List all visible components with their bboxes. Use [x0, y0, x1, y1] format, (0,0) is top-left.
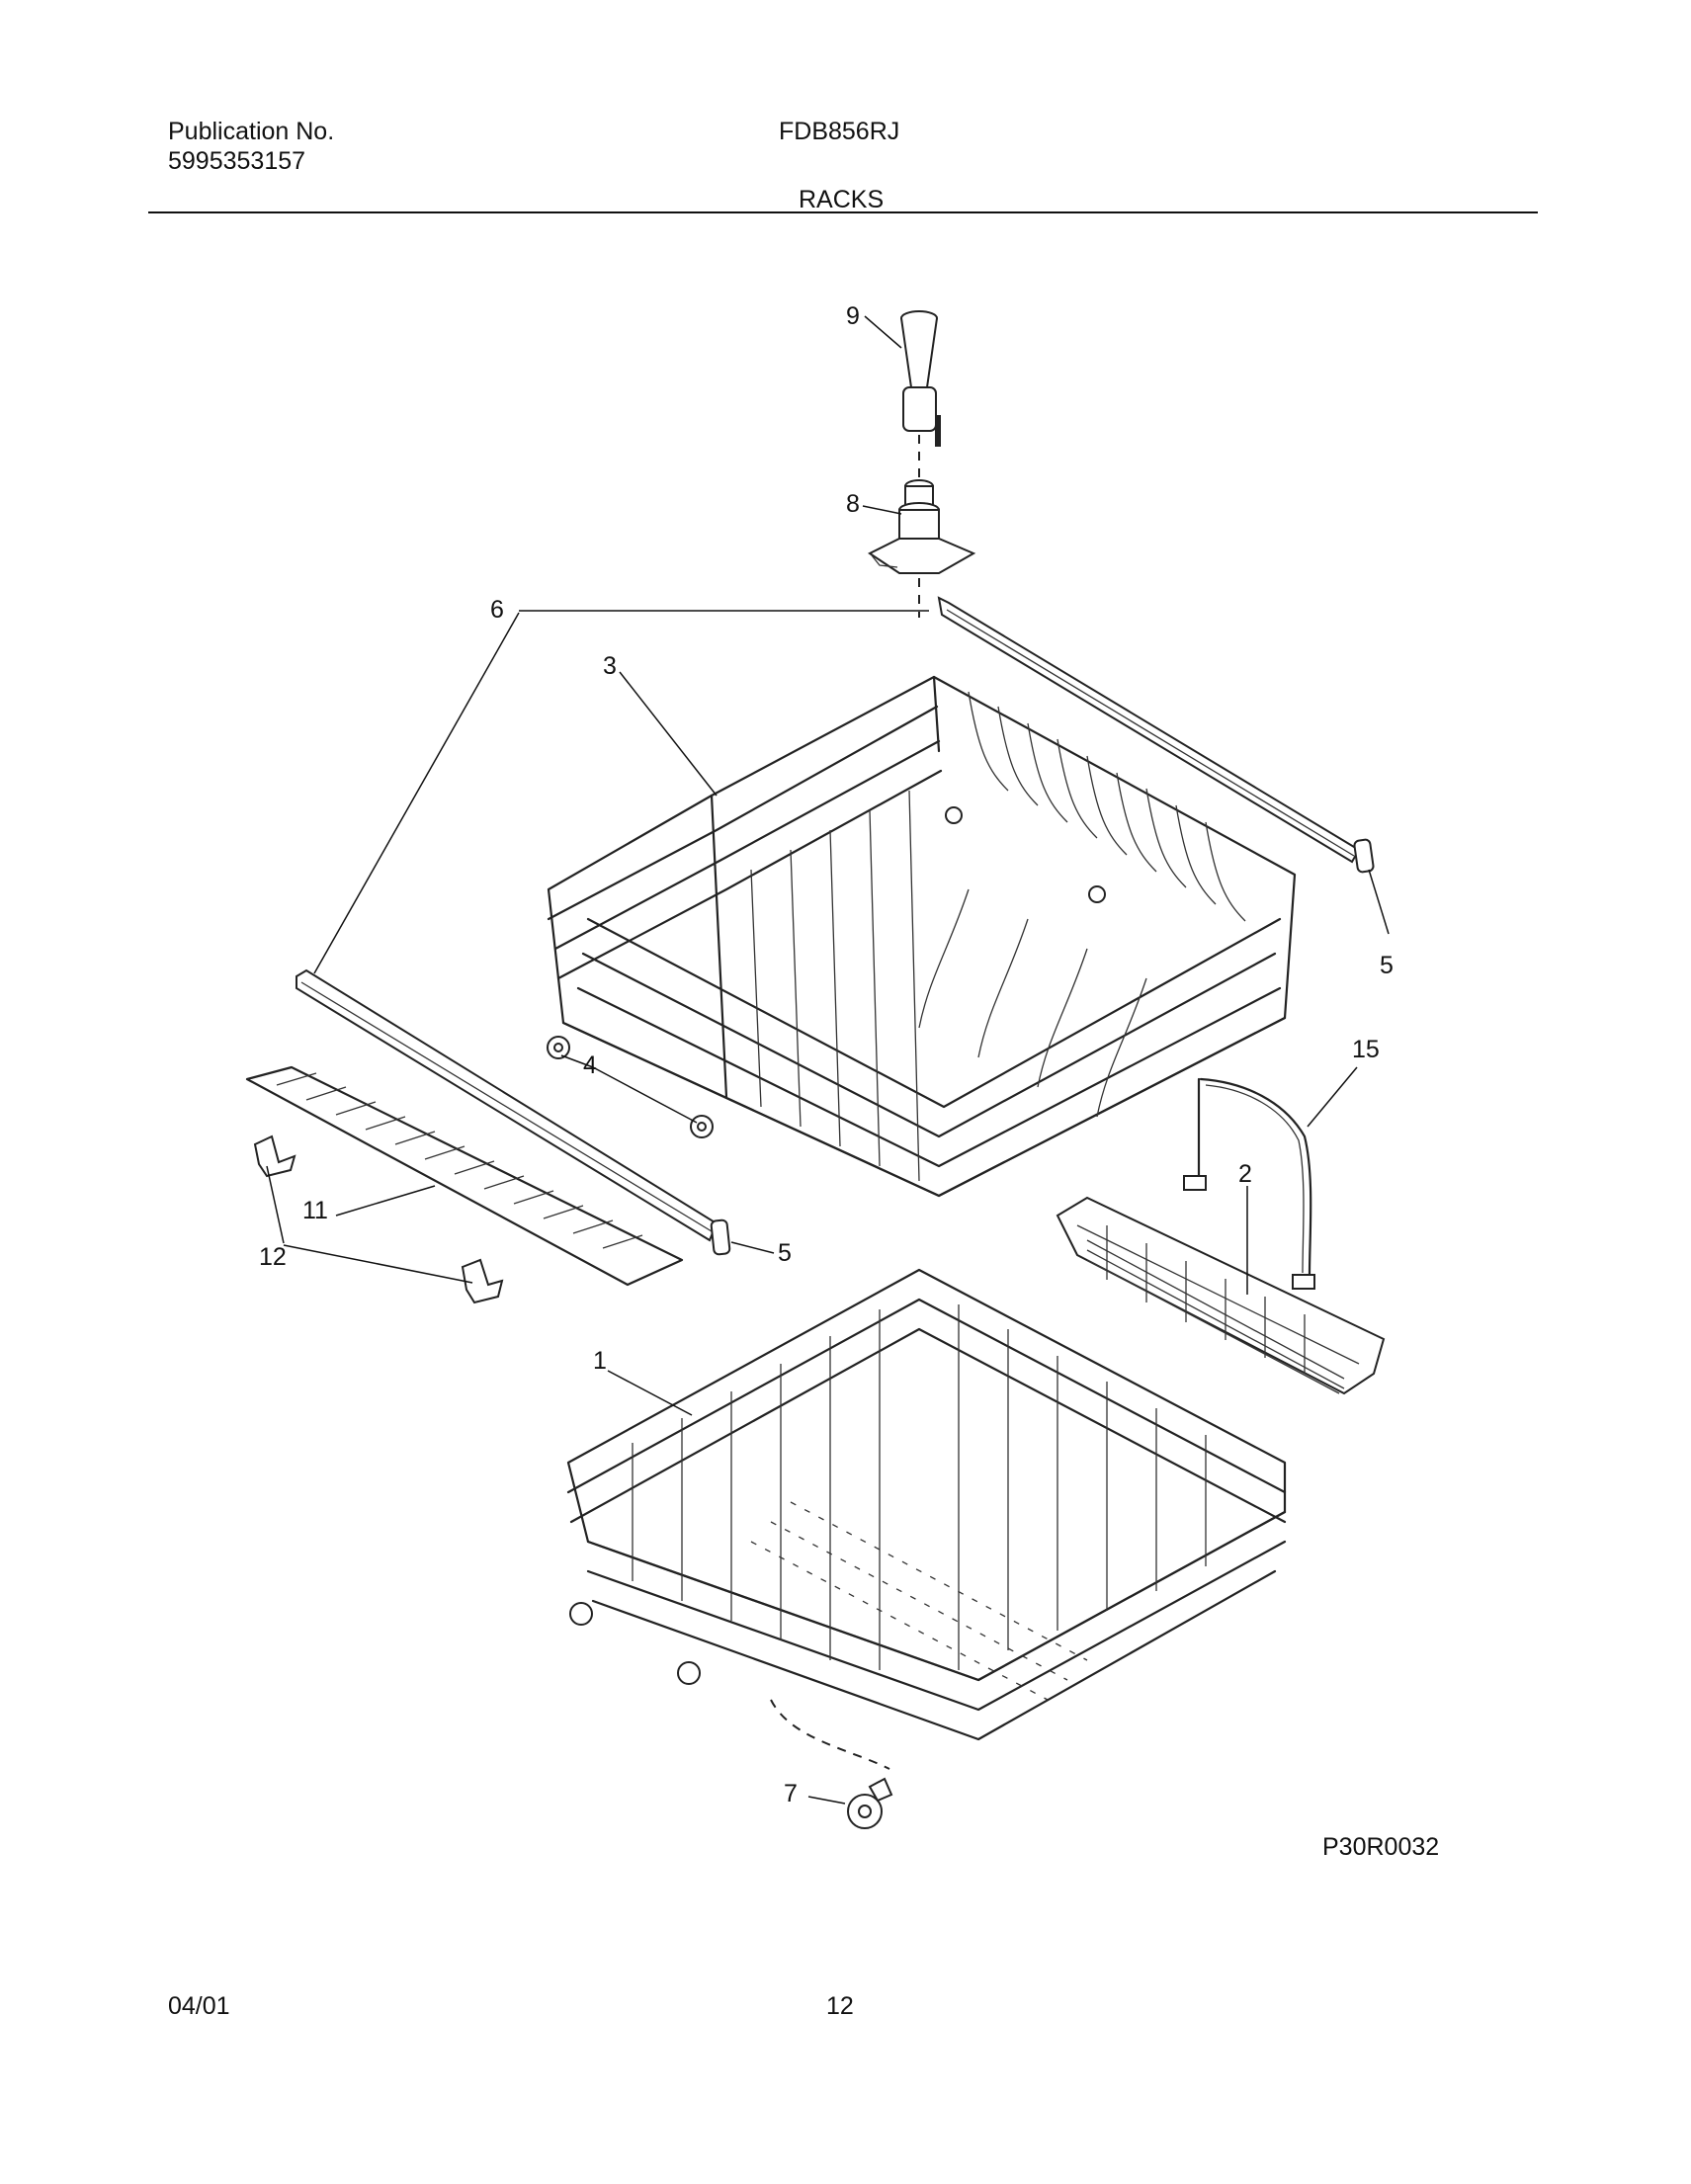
header-divider [148, 211, 1538, 213]
callout-5-left: 5 [778, 1239, 792, 1267]
callout-2: 2 [1238, 1160, 1252, 1188]
callout-7: 7 [784, 1780, 798, 1807]
page-number: 12 [826, 1992, 854, 2020]
leader-lines [266, 315, 1390, 1805]
section-title: RACKS [799, 186, 885, 213]
part-5-end-cap-right [1353, 838, 1375, 874]
callout-12: 12 [259, 1243, 287, 1271]
part-9-nozzle [900, 310, 941, 447]
callout-8: 8 [846, 490, 860, 518]
part-4-rollers [547, 1036, 714, 1138]
publication-label: Publication No. [168, 118, 335, 145]
part-1-lower-rack [566, 1268, 1287, 1741]
part-11-shelf [245, 1065, 684, 1287]
callout-4: 4 [583, 1051, 597, 1079]
callout-15: 15 [1352, 1036, 1380, 1063]
callout-1: 1 [593, 1347, 607, 1375]
publication-number: 5995353157 [168, 147, 306, 175]
part-15-handle [1183, 1077, 1315, 1290]
part-7-wheel [770, 1699, 893, 1829]
part-3-upper-rack [547, 675, 1297, 1198]
part-6-rail-left [296, 968, 719, 1242]
callout-3: 3 [603, 652, 617, 680]
drawing-code: P30R0032 [1322, 1833, 1439, 1861]
part-2-silverware-basket [1056, 1196, 1386, 1395]
callout-5-right: 5 [1380, 952, 1394, 979]
part-5-end-cap-left [710, 1218, 731, 1256]
part-8-connector [868, 479, 976, 574]
callout-11: 11 [302, 1197, 328, 1224]
model-number: FDB856RJ [779, 118, 900, 145]
callout-6: 6 [490, 596, 504, 624]
part-12-clips [253, 1134, 504, 1304]
callout-9: 9 [846, 302, 860, 330]
footer-date: 04/01 [168, 1992, 230, 2020]
